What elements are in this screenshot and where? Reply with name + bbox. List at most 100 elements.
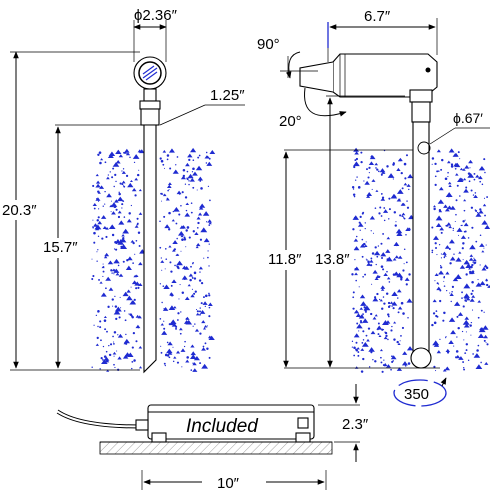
soil-speck bbox=[208, 294, 211, 297]
soil-speck bbox=[398, 157, 403, 162]
soil-speck bbox=[390, 193, 398, 199]
soil-speck bbox=[99, 281, 103, 284]
soil-front-left bbox=[91, 148, 146, 372]
soil-speck bbox=[461, 297, 463, 299]
soil-speck bbox=[379, 298, 381, 301]
soil-speck bbox=[180, 204, 182, 207]
soil-speck bbox=[133, 298, 136, 301]
soil-speck bbox=[100, 158, 104, 161]
soil-speck bbox=[186, 226, 190, 229]
soil-speck bbox=[467, 172, 475, 178]
soil-speck bbox=[359, 215, 362, 218]
soil-speck bbox=[432, 312, 436, 315]
soil-speck bbox=[471, 281, 474, 284]
soil-speck bbox=[386, 258, 389, 261]
soil-speck bbox=[449, 256, 456, 261]
soil-speck bbox=[363, 180, 365, 182]
soil-speck bbox=[462, 168, 466, 171]
soil-speck bbox=[404, 177, 407, 180]
soil-speck bbox=[125, 174, 129, 178]
soil-speck bbox=[475, 364, 483, 369]
soil-speck bbox=[472, 261, 474, 263]
soil-speck bbox=[168, 245, 172, 248]
soil-speck bbox=[365, 334, 368, 337]
soil-speck bbox=[203, 324, 208, 328]
soil-speck bbox=[394, 271, 398, 275]
soil-speck bbox=[366, 194, 371, 198]
soil-speck bbox=[403, 162, 407, 166]
soil-speck bbox=[436, 254, 438, 256]
soil-speck bbox=[393, 338, 396, 341]
soil-speck bbox=[108, 353, 112, 357]
soil-speck bbox=[197, 156, 200, 159]
soil-speck bbox=[374, 277, 379, 281]
soil-speck bbox=[481, 250, 485, 253]
soil-speck bbox=[479, 264, 481, 266]
soil-speck bbox=[434, 242, 437, 245]
soil-speck bbox=[402, 312, 405, 315]
soil-speck bbox=[445, 336, 447, 338]
soil-speck bbox=[462, 361, 465, 363]
soil-speck bbox=[479, 180, 482, 183]
soil-speck bbox=[475, 174, 480, 178]
box-width-label: 10″ bbox=[217, 475, 240, 492]
soil-speck bbox=[360, 348, 365, 351]
soil-speck bbox=[377, 333, 380, 336]
soil-speck bbox=[197, 176, 204, 181]
soil-speck bbox=[96, 251, 98, 253]
soil-speck bbox=[471, 270, 475, 273]
stake-diameter-marker bbox=[417, 141, 431, 155]
soil-speck bbox=[483, 264, 488, 268]
soil-speck bbox=[357, 222, 364, 227]
soil-speck bbox=[444, 208, 450, 212]
soil-speck bbox=[393, 241, 400, 246]
soil-speck bbox=[103, 255, 108, 259]
tilt-down-arrow bbox=[304, 87, 347, 117]
soil-speck bbox=[190, 369, 193, 371]
soil-speck bbox=[128, 212, 131, 215]
soil-speck bbox=[467, 237, 470, 239]
soil-speck bbox=[446, 205, 453, 210]
soil-speck bbox=[472, 353, 474, 355]
soil-speck bbox=[359, 320, 363, 324]
soil-speck bbox=[112, 335, 114, 338]
soil-speck bbox=[123, 341, 128, 345]
soil-speck bbox=[480, 361, 482, 364]
soil-speck bbox=[178, 298, 180, 300]
soil-speck bbox=[406, 183, 411, 187]
soil-speck bbox=[380, 197, 386, 201]
soil-speck bbox=[354, 266, 360, 271]
soil-speck bbox=[380, 173, 383, 176]
soil-speck bbox=[178, 327, 183, 331]
soil-speck bbox=[449, 292, 451, 294]
soil-speck bbox=[93, 324, 95, 326]
soil-speck bbox=[401, 215, 404, 218]
soil-speck bbox=[178, 213, 181, 216]
soil-speck bbox=[138, 212, 143, 215]
soil-speck bbox=[408, 188, 410, 191]
soil-speck bbox=[95, 314, 98, 317]
soil-speck bbox=[434, 183, 437, 187]
soil-speck bbox=[354, 272, 358, 276]
soil-speck bbox=[192, 171, 198, 176]
soil-speck bbox=[163, 320, 165, 322]
soil-speck bbox=[353, 346, 356, 350]
soil-speck bbox=[193, 355, 200, 361]
soil-speck bbox=[465, 273, 468, 276]
soil-speck bbox=[364, 222, 366, 224]
soil-speck bbox=[370, 351, 373, 354]
soil-speck bbox=[163, 308, 165, 310]
soil-speck bbox=[208, 222, 212, 225]
soil-speck bbox=[380, 193, 383, 195]
soil-speck bbox=[190, 211, 193, 214]
soil-speck bbox=[473, 172, 476, 175]
soil-speck bbox=[159, 318, 162, 320]
soil-speck bbox=[470, 292, 473, 295]
soil-speck bbox=[167, 189, 169, 192]
soil-speck bbox=[204, 294, 208, 298]
soil-speck bbox=[481, 220, 488, 225]
soil-speck bbox=[408, 273, 411, 276]
soil-speck bbox=[396, 367, 403, 371]
soil-speck bbox=[125, 333, 127, 336]
